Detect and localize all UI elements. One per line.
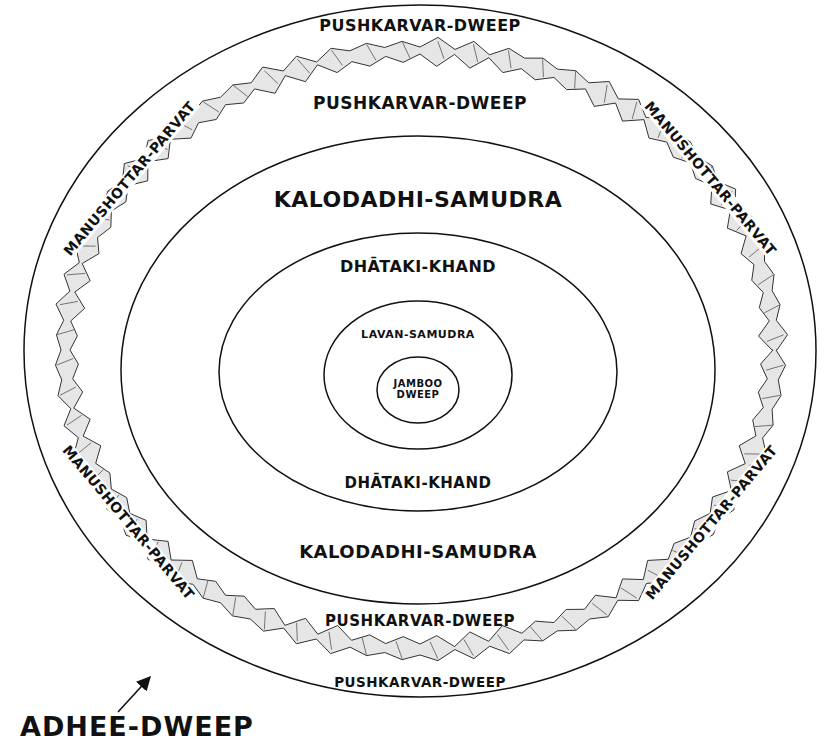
leader-arrow [118,677,150,712]
text-holder: PUSHKARVAR-DWEEP [325,611,515,630]
mountain-ridge [332,50,343,65]
text-holder: KALODADHI-SAMUDRA [274,188,563,212]
mountain-ridge [233,85,248,97]
mountain-ridge [67,273,85,275]
mountain-ridge [60,387,76,395]
mountain-ridge [632,102,637,119]
region-ellipse [219,233,617,511]
mountain-ridge [575,71,576,89]
region-name: PUSHKARVAR-DWEEP [334,675,506,690]
mountain-ridge [562,616,576,629]
mountain-ridge [530,627,542,641]
central-continent: JAMBOO DWEEP [376,356,460,424]
mountain-ridge [498,635,509,650]
region-name: DHĀTAKI-KHAND [340,258,496,276]
label-holder: ADHEE-DWEEP [20,712,254,742]
mountain-ridge [604,85,607,103]
mountain-ridge [264,71,278,84]
outer-ring: PUSHKARVAR-DWEEPPUSHKARVAR-DWEEPMANUSHOT… [23,4,817,698]
text-holder: KALODADHI-SAMUDRA [299,542,537,562]
mountain-ridge [297,59,309,73]
mountain-ridge [56,358,73,365]
region-name: KALODADHI-SAMUDRA [299,542,537,562]
ocean-ring: KALODADHI-SAMUDRA KALODADHI-SAMUDRA DHĀTAK… [120,135,716,605]
text-holder: JAMBOO DWEEP [389,378,447,402]
continent-ring: DHĀTAKI-KHAND DHĀTAKI-KHAND LAVAN-SAMUDRA J… [218,232,618,512]
mountain-ridge [764,305,780,313]
region-ellipse [121,136,715,604]
mountain-ridge [60,301,78,304]
mountain-ridge [762,395,780,398]
mountain-ridge [766,365,783,370]
mountain-ridge [203,581,208,598]
mountain-ring: MANUSHOTTAR-PARVATMANUSHOTTAR-PARVATMANU… [65,50,775,650]
region-ellipse [324,301,512,449]
mountain-ridge [542,59,544,77]
mountain-ridge [362,638,366,656]
mountain-ridge [296,623,298,641]
mountain-ridge [464,640,473,656]
region-name: JAMBOO DWEEP [389,378,447,400]
mountain-ridge [56,330,73,335]
mountain-ridge [430,642,438,659]
text-holder: DHĀTAKI-KHAND [340,257,496,276]
mountain-ridge [396,641,402,658]
mountain-ridge [367,44,376,60]
mountain-ridge [233,597,236,615]
mountain-ridge [203,102,219,112]
text-holder: LAVAN-SAMUDRA [361,323,475,342]
mountain-ridge [621,588,637,598]
mountain-ridge [264,611,265,629]
mountain-ridge [67,415,82,425]
region-name: LAVAN-SAMUDRA [361,329,475,341]
mountain-ridge [473,44,477,62]
text-holder: PUSHKARVAR-DWEEP [319,16,521,35]
text-holder: PUSHKARVAR-DWEEP [313,94,527,113]
region-name: PUSHKARVAR-DWEEP [313,94,527,113]
region-name: PUSHKARVAR-DWEEP [319,17,521,35]
region-ellipse [24,5,816,697]
text-holder: PUSHKARVAR-DWEEP [334,672,506,691]
region-name: PUSHKARVAR-DWEEP [325,613,515,630]
region-ellipse [377,357,459,423]
mountain-ridge [438,41,444,58]
ocean-ring: LAVAN-SAMUDRA JAMBOO DWEEP [323,300,513,450]
mountain-ridge [329,632,332,650]
region-caption: ADHEE-DWEEP [20,712,254,742]
region-name: KALODADHI-SAMUDRA [274,188,563,212]
region-name: DHĀTAKI-KHAND [345,475,492,492]
mountain-ridge [758,275,773,285]
mountain-ridge [767,335,784,342]
mountain-ridge [592,603,607,615]
mountain-ridge [402,41,410,58]
mountain-ridge [755,425,773,427]
mountain-range [55,37,787,660]
text-holder: DHĀTAKI-KHAND [345,473,492,492]
mountain-ridge [508,50,511,68]
